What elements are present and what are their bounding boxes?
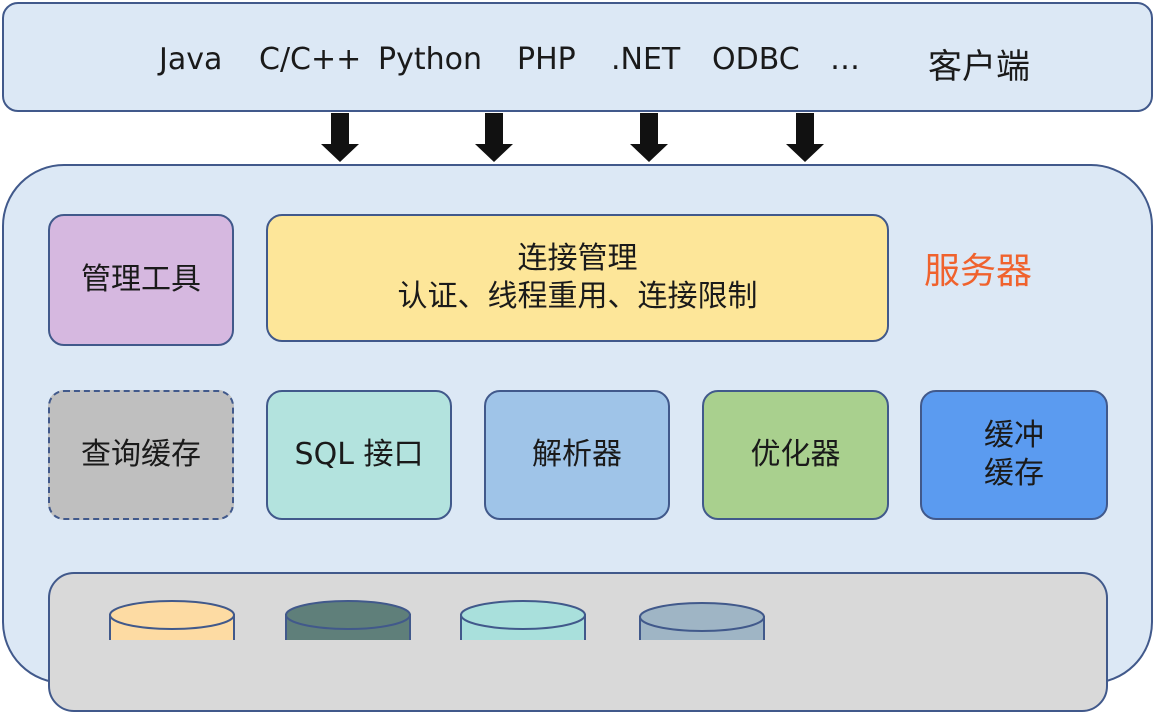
module-query-cache: 查询缓存 — [48, 390, 234, 520]
client-python: Python — [378, 42, 482, 77]
client-java: Java — [159, 42, 223, 77]
optimizer-label: 优化器 — [750, 437, 841, 472]
server-label: 服务器 — [924, 251, 1033, 292]
module-sql-interface: SQL 接口 — [266, 390, 452, 520]
arrow-down-4 — [786, 113, 824, 162]
module-parser: 解析器 — [484, 390, 670, 520]
arrows — [321, 113, 824, 162]
client-layer: Java C/C++ Python PHP .NET ODBC … 客户端 — [2, 2, 1153, 112]
module-optimizer: 优化器 — [702, 390, 889, 520]
management-tools-label: 管理工具 — [81, 262, 201, 297]
connection-subtitle: 认证、线程重用、连接限制 — [397, 279, 758, 314]
client-php: PHP — [517, 42, 576, 77]
client-dotnet: .NET — [611, 42, 681, 77]
client-ellipsis: … — [830, 42, 860, 77]
cylinder-1 — [109, 600, 235, 640]
module-management-tools: 管理工具 — [48, 214, 234, 346]
client-c-cpp: C/C++ — [259, 42, 362, 77]
client-odbc: ODBC — [712, 42, 800, 77]
arrow-down-2 — [475, 113, 513, 162]
parser-label: 解析器 — [532, 437, 622, 472]
buffer-label-line1: 缓冲 — [984, 418, 1044, 453]
sql-interface-label: SQL 接口 — [294, 437, 424, 472]
client-label: 客户端 — [928, 47, 1030, 87]
query-cache-label: 查询缓存 — [81, 437, 201, 472]
arrow-down-3 — [630, 113, 668, 162]
arrow-down-1 — [321, 113, 359, 162]
cylinder-4 — [639, 602, 765, 640]
module-connection-management: 连接管理 认证、线程重用、连接限制 — [266, 214, 889, 342]
buffer-label-line2: 缓存 — [984, 456, 1044, 491]
cylinder-3 — [460, 600, 586, 640]
cylinder-2 — [285, 600, 411, 640]
connection-title: 连接管理 — [517, 241, 638, 276]
storage-cylinders — [109, 600, 765, 640]
module-buffer-cache: 缓冲 缓存 — [920, 390, 1108, 520]
